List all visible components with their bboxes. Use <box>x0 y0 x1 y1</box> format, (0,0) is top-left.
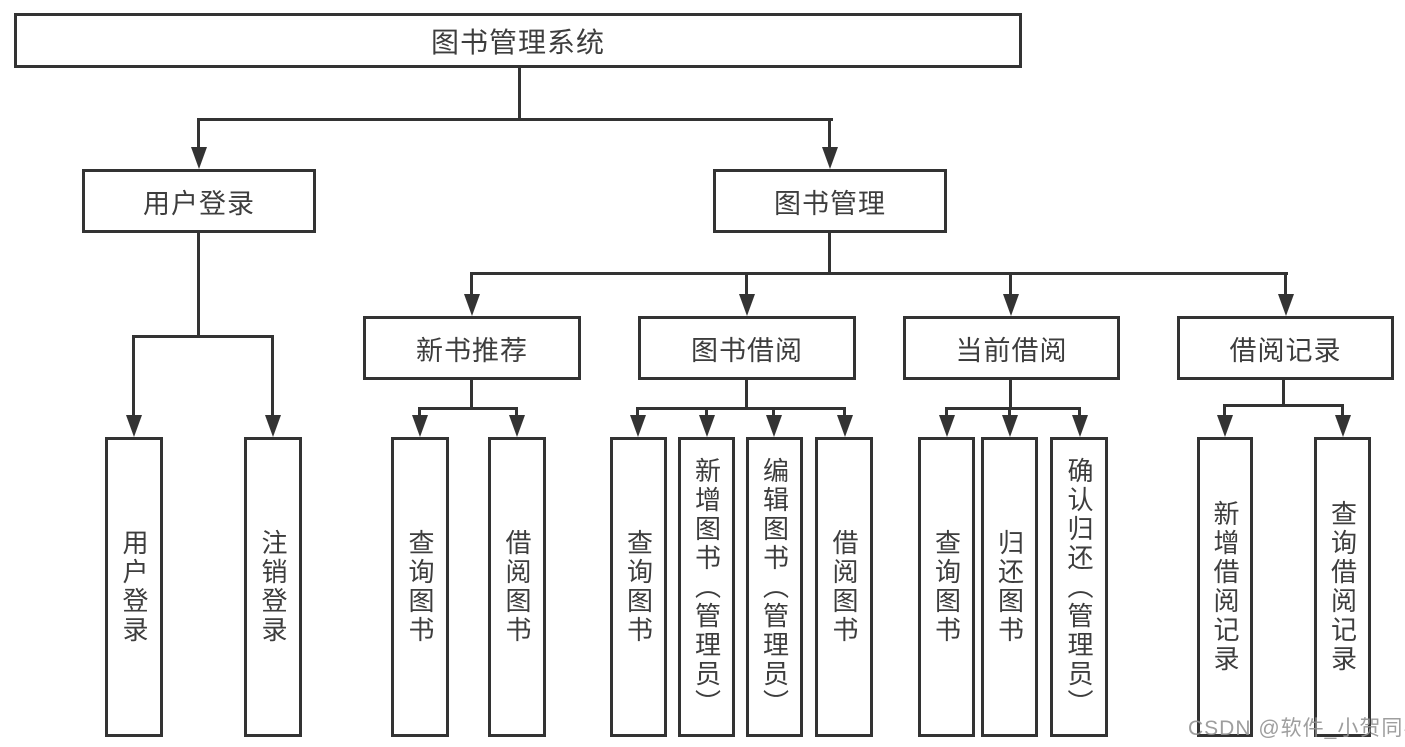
arrowhead-icon <box>630 415 646 437</box>
arrowhead-icon <box>939 415 955 437</box>
leaf-logout: 注销登录 <box>244 437 302 737</box>
connector-level2-bar <box>197 118 833 121</box>
leaf-add-books-admin: 新增图书（管理员） <box>678 437 735 737</box>
arrowhead-icon <box>699 415 715 437</box>
connector-stem <box>636 407 639 419</box>
connector-user-login-drop <box>197 233 200 338</box>
arrowhead-icon <box>191 147 207 169</box>
connector-current-drop <box>1009 380 1012 410</box>
connector-stem <box>1009 272 1012 296</box>
arrowhead-icon <box>1003 294 1019 316</box>
leaf-query-books-current: 查询图书 <box>918 437 975 737</box>
connector-new-book-drop <box>470 380 473 410</box>
connector-stem <box>132 335 135 417</box>
arrowhead-icon <box>822 147 838 169</box>
node-user-login: 用户登录 <box>82 169 316 233</box>
arrowhead-icon <box>1335 415 1351 437</box>
leaf-add-borrow-record: 新增借阅记录 <box>1197 437 1253 737</box>
connector-borrow-drop <box>745 380 748 410</box>
node-new-book-recommend: 新书推荐 <box>363 316 581 380</box>
connector-stem <box>515 407 518 419</box>
connector-stem <box>1223 404 1226 417</box>
arrowhead-icon <box>1072 415 1088 437</box>
arrowhead-icon <box>1278 294 1294 316</box>
connector-level3-bar <box>470 272 1288 275</box>
arrowhead-icon <box>739 294 755 316</box>
leaf-query-books-borrow: 查询图书 <box>610 437 667 737</box>
arrowhead-icon <box>265 415 281 437</box>
arrowhead-icon <box>1217 415 1233 437</box>
arrowhead-icon <box>464 294 480 316</box>
leaf-edit-books-admin: 编辑图书（管理员） <box>746 437 803 737</box>
connector-book-mgmt-drop <box>828 233 831 275</box>
connector-stem <box>705 407 708 419</box>
arrowhead-icon <box>837 415 853 437</box>
leaf-borrow-books-recommend: 借阅图书 <box>488 437 546 737</box>
connector-stem <box>945 407 948 419</box>
leaf-borrow-books: 借阅图书 <box>815 437 873 737</box>
arrowhead-icon <box>766 415 782 437</box>
node-root-system: 图书管理系统 <box>14 13 1022 68</box>
connector-stem <box>772 407 775 419</box>
connector-stem <box>1341 404 1344 417</box>
leaf-user-login: 用户登录 <box>105 437 163 737</box>
connector-new-book-bar <box>418 407 518 410</box>
connector-stem <box>418 407 421 419</box>
node-current-borrow: 当前借阅 <box>903 316 1120 380</box>
arrowhead-icon <box>1002 415 1018 437</box>
arrowhead-icon <box>412 415 428 437</box>
connector-root-drop <box>518 66 521 121</box>
connector-stem <box>1284 272 1287 296</box>
connector-book-mgmt-stem <box>828 118 831 150</box>
connector-user-login-stem <box>197 118 200 150</box>
connector-stem <box>843 407 846 419</box>
connector-records-bar <box>1223 404 1344 407</box>
arrowhead-icon <box>509 415 525 437</box>
connector-current-bar <box>945 407 1081 410</box>
connector-user-login-bar <box>132 335 274 338</box>
connector-stem <box>271 335 274 417</box>
node-book-borrow: 图书借阅 <box>638 316 856 380</box>
leaf-query-books-recommend: 查询图书 <box>391 437 449 737</box>
leaf-confirm-return-admin: 确认归还（管理员） <box>1050 437 1108 737</box>
leaf-return-books: 归还图书 <box>981 437 1038 737</box>
leaf-query-borrow-record: 查询借阅记录 <box>1314 437 1371 737</box>
connector-stem <box>745 272 748 296</box>
connector-records-drop <box>1282 380 1285 407</box>
connector-stem <box>1078 407 1081 419</box>
csdn-watermark: CSDN @软件_小贺同学 <box>1188 717 1405 740</box>
arrowhead-icon <box>126 415 142 437</box>
node-book-management: 图书管理 <box>713 169 947 233</box>
connector-stem <box>1008 407 1011 419</box>
connector-stem <box>470 272 473 296</box>
node-borrow-records: 借阅记录 <box>1177 316 1394 380</box>
connector-borrow-bar <box>636 407 846 410</box>
